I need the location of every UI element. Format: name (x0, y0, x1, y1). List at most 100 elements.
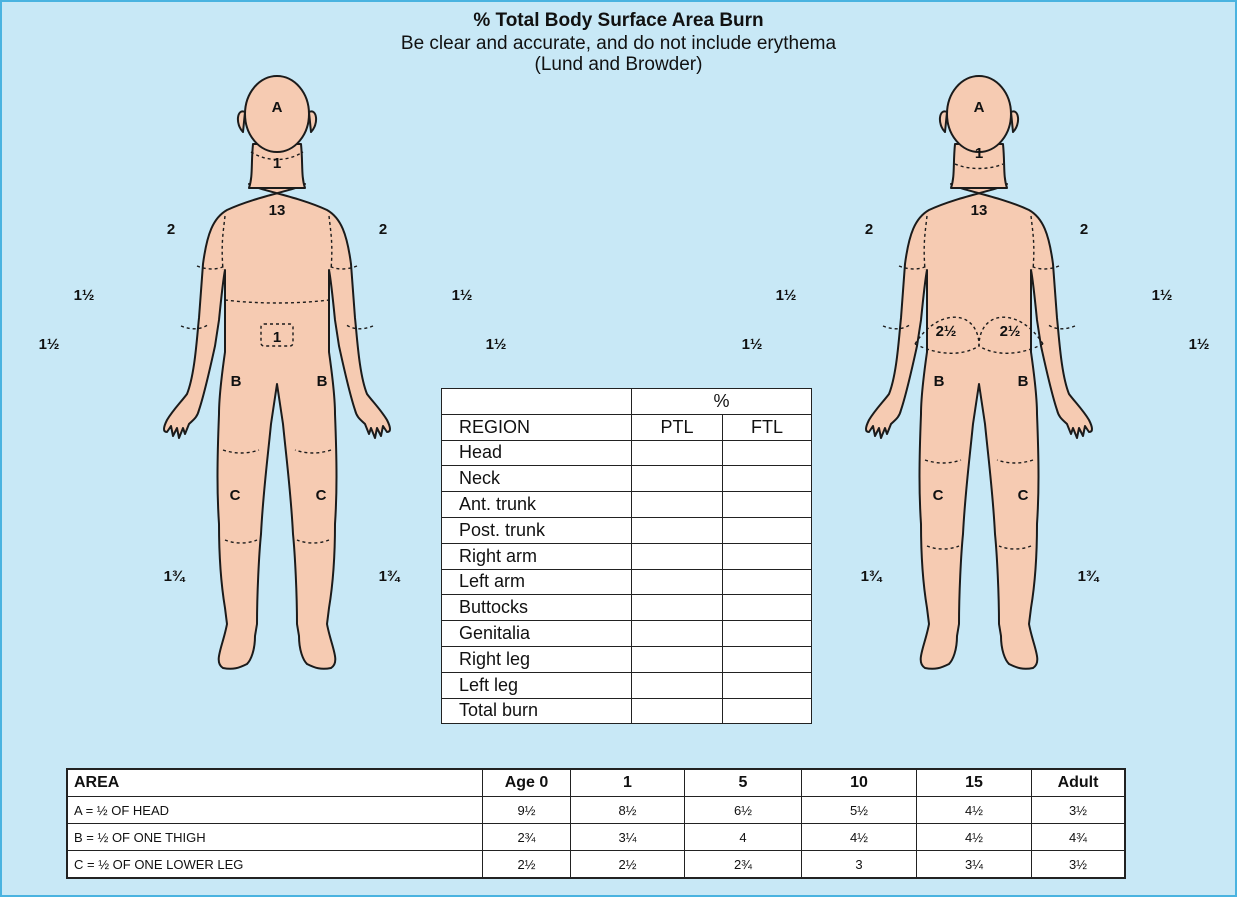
front-upper-arm-right-label: 2 (167, 221, 175, 238)
region-burn-table: % REGION PTL FTL Head Neck Ant. trunk Po… (441, 388, 812, 724)
age-column-header: 15 (917, 769, 1032, 797)
table-row: Left leg (442, 672, 812, 698)
ftl-cell[interactable] (723, 595, 812, 621)
table-row: Genitalia (442, 621, 812, 647)
ftl-cell[interactable] (723, 698, 812, 724)
lund-browder-table: AREA Age 0 1 5 10 15 Adult A = ½ OF HEAD… (66, 768, 1126, 879)
region-name: Left leg (442, 672, 632, 698)
back-buttock-left-label: 2½ (1000, 323, 1021, 340)
ptl-cell[interactable] (632, 595, 723, 621)
percent-cell: 6½ (685, 797, 802, 824)
ptl-column-header: PTL (632, 414, 723, 440)
percent-cell: 3¼ (571, 824, 685, 851)
ftl-cell[interactable] (723, 440, 812, 466)
region-name: Genitalia (442, 621, 632, 647)
ptl-cell[interactable] (632, 646, 723, 672)
front-head-label: A (272, 99, 283, 116)
ptl-cell[interactable] (632, 440, 723, 466)
front-hand-left-label: 1½ (486, 336, 507, 353)
percent-cell: 2¾ (483, 824, 571, 851)
ftl-cell[interactable] (723, 517, 812, 543)
percent-cell: 2½ (571, 851, 685, 879)
table-row: Neck (442, 466, 812, 492)
ftl-cell[interactable] (723, 646, 812, 672)
table-row: Ant. trunk (442, 492, 812, 518)
front-foot-right-label: 1¾ (164, 568, 186, 585)
region-name: Head (442, 440, 632, 466)
back-thigh-left-label: B (1018, 373, 1029, 390)
front-upper-arm-left-label: 2 (379, 221, 387, 238)
percent-cell: 2¾ (685, 851, 802, 879)
front-genitalia-label: 1 (273, 329, 281, 346)
ptl-cell[interactable] (632, 466, 723, 492)
table-row: Right arm (442, 543, 812, 569)
back-figure (866, 76, 1092, 669)
percent-cell: 3½ (1032, 797, 1126, 824)
front-forearm-left-label: 1½ (452, 287, 473, 304)
area-name: B = ½ OF ONE THIGH (67, 824, 483, 851)
percent-cell: 9½ (483, 797, 571, 824)
ftl-cell[interactable] (723, 492, 812, 518)
ptl-cell[interactable] (632, 517, 723, 543)
back-upper-arm-left-label: 2 (1080, 221, 1088, 238)
table-row: C = ½ OF ONE LOWER LEG 2½ 2½ 2¾ 3 3¼ 3½ (67, 851, 1125, 879)
ptl-cell[interactable] (632, 621, 723, 647)
ptl-cell[interactable] (632, 698, 723, 724)
ptl-cell[interactable] (632, 543, 723, 569)
region-name: Post. trunk (442, 517, 632, 543)
front-thigh-left-label: B (317, 373, 328, 390)
age-column-header: Adult (1032, 769, 1126, 797)
ftl-cell[interactable] (723, 543, 812, 569)
ptl-cell[interactable] (632, 672, 723, 698)
percent-cell: 4½ (802, 824, 917, 851)
ftl-cell[interactable] (723, 621, 812, 647)
ptl-cell[interactable] (632, 569, 723, 595)
region-table-corner (442, 389, 632, 415)
ftl-cell[interactable] (723, 672, 812, 698)
front-lower-leg-left-label: C (316, 487, 327, 504)
percent-header: % (632, 389, 812, 415)
percent-cell: 4½ (917, 824, 1032, 851)
percent-cell: 5½ (802, 797, 917, 824)
region-name: Buttocks (442, 595, 632, 621)
front-hand-right-label: 1½ (39, 336, 60, 353)
region-name: Right leg (442, 646, 632, 672)
back-upper-arm-right-label: 2 (865, 221, 873, 238)
area-name: A = ½ OF HEAD (67, 797, 483, 824)
back-head-label: A (974, 99, 985, 116)
back-hand-right-label: 1½ (742, 336, 763, 353)
region-name: Right arm (442, 543, 632, 569)
ptl-cell[interactable] (632, 492, 723, 518)
percent-cell: 3 (802, 851, 917, 879)
percent-cell: 3¼ (917, 851, 1032, 879)
age-column-header: 5 (685, 769, 802, 797)
region-name: Ant. trunk (442, 492, 632, 518)
percent-cell: 4½ (917, 797, 1032, 824)
ftl-column-header: FTL (723, 414, 812, 440)
table-row: Head (442, 440, 812, 466)
region-name: Left arm (442, 569, 632, 595)
region-name: Total burn (442, 698, 632, 724)
percent-cell: 8½ (571, 797, 685, 824)
region-column-header: REGION (442, 414, 632, 440)
back-foot-left-label: 1¾ (1078, 568, 1100, 585)
ftl-cell[interactable] (723, 569, 812, 595)
table-row: Right leg (442, 646, 812, 672)
age-column-header: 10 (802, 769, 917, 797)
area-column-header: AREA (67, 769, 483, 797)
table-row: A = ½ OF HEAD 9½ 8½ 6½ 5½ 4½ 3½ (67, 797, 1125, 824)
percent-cell: 4¾ (1032, 824, 1126, 851)
back-thigh-right-label: B (934, 373, 945, 390)
back-neck-label: 1 (975, 145, 983, 162)
back-hand-left-label: 1½ (1189, 336, 1210, 353)
table-row: Buttocks (442, 595, 812, 621)
front-thigh-right-label: B (231, 373, 242, 390)
age-column-header: Age 0 (483, 769, 571, 797)
front-foot-left-label: 1¾ (379, 568, 401, 585)
back-lower-leg-right-label: C (933, 487, 944, 504)
table-row: Left arm (442, 569, 812, 595)
front-neck-label: 1 (273, 155, 281, 172)
ftl-cell[interactable] (723, 466, 812, 492)
front-lower-leg-right-label: C (230, 487, 241, 504)
region-name: Neck (442, 466, 632, 492)
